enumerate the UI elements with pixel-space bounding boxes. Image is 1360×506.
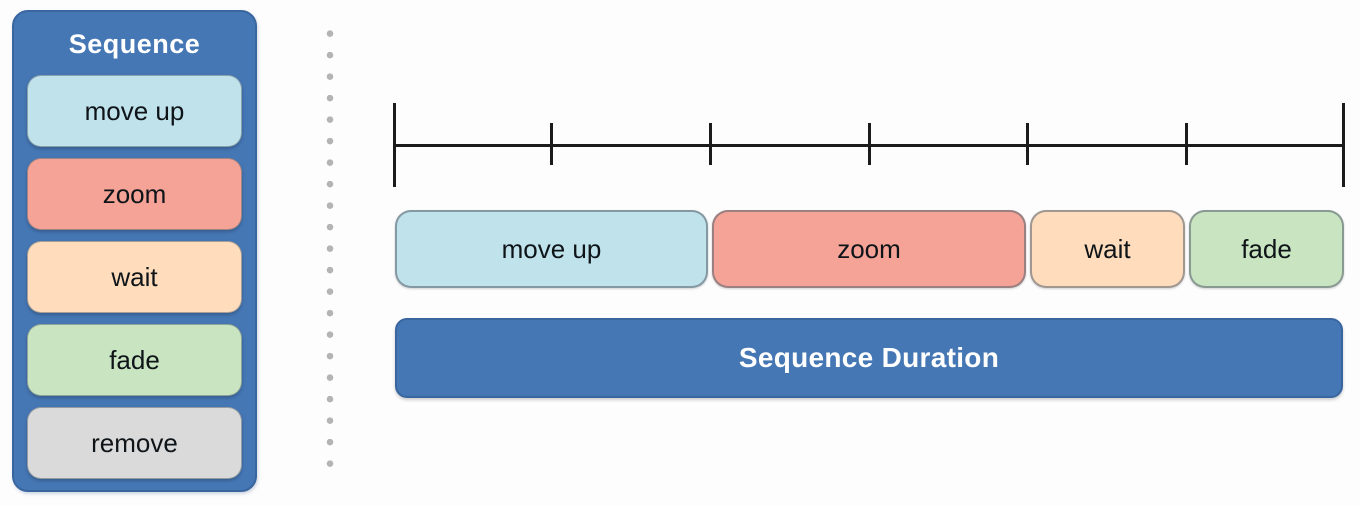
ruler-tick <box>550 123 554 165</box>
timeline-block-fade[interactable]: fade <box>1189 210 1344 288</box>
palette-item-move-up[interactable]: move up <box>27 75 242 147</box>
palette-item-zoom[interactable]: zoom <box>27 158 242 230</box>
ruler-tick <box>1184 123 1188 165</box>
timeline-block-zoom[interactable]: zoom <box>712 210 1026 288</box>
ruler-tick-major <box>393 103 396 187</box>
ruler-tick-major <box>1342 103 1345 187</box>
timeline-block-wait[interactable]: wait <box>1030 210 1185 288</box>
sequence-duration-label: Sequence Duration <box>738 342 1000 373</box>
timeline-ruler <box>393 103 1345 187</box>
palette-item-remove[interactable]: remove <box>27 407 242 479</box>
ruler-tick <box>708 123 712 165</box>
palette-item-fade[interactable]: fade <box>27 324 242 396</box>
ruler-tick <box>867 123 871 165</box>
sequence-duration-bar: Sequence Duration <box>395 318 1343 398</box>
dotted-divider <box>326 30 334 468</box>
sequence-palette: Sequence move up zoom wait fade remove <box>12 10 257 492</box>
palette-item-wait[interactable]: wait <box>27 241 242 313</box>
ruler-tick <box>1026 123 1030 165</box>
palette-title: Sequence <box>68 29 201 59</box>
timeline-block-move-up[interactable]: move up <box>395 210 708 288</box>
